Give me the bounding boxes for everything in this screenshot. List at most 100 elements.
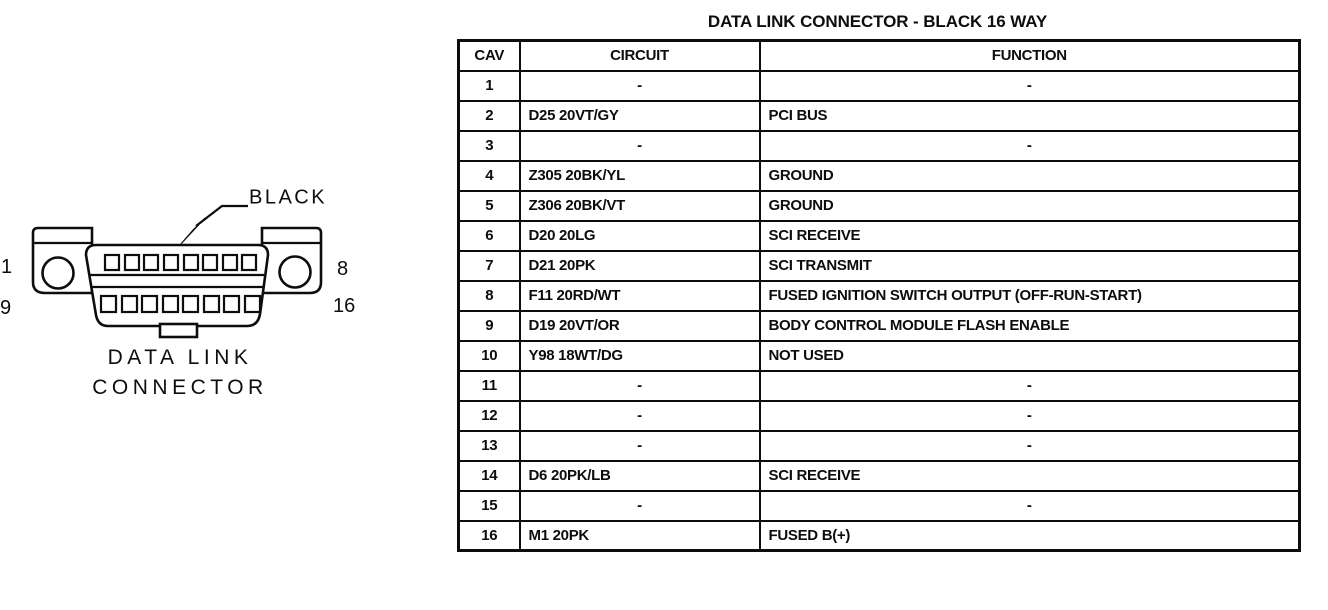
table-row: 3-- [457, 129, 1301, 162]
pinout-section: DATA LINK CONNECTOR - BLACK 16 WAY CAV C… [457, 11, 1301, 552]
cell-function: FUSED IGNITION SWITCH OUTPUT (OFF-RUN-ST… [758, 279, 1301, 312]
pin-row-bottom [99, 294, 262, 314]
pin-slot [202, 294, 221, 314]
pin-slot [142, 253, 160, 272]
cell-cav: 10 [457, 339, 521, 372]
data-link-connector-drawing: BLACK 1 8 9 16 DATA LINK [0, 188, 355, 399]
cell-cav: 4 [457, 159, 521, 192]
cell-cav: 6 [457, 219, 521, 252]
cell-function: PCI BUS [758, 99, 1301, 132]
cell-circuit: Z306 20BK/VT [518, 189, 761, 222]
cell-cav: 2 [457, 99, 521, 132]
pin-slot [162, 253, 180, 272]
cell-function: NOT USED [758, 339, 1301, 372]
cell-circuit: M1 20PK [518, 519, 761, 552]
alignment-tab [158, 322, 199, 339]
pin-slot [99, 294, 118, 314]
cell-circuit: - [518, 399, 761, 432]
cell-circuit: D21 20PK [518, 249, 761, 282]
cell-function: GROUND [758, 159, 1301, 192]
pin-slot [201, 253, 219, 272]
pin-slot [240, 253, 258, 272]
connector-caption-line2: CONNECTOR [92, 376, 267, 399]
cell-circuit: D20 20LG [518, 219, 761, 252]
arrowhead-icon [179, 217, 206, 246]
cell-circuit: Z305 20BK/YL [518, 159, 761, 192]
cell-cav: 9 [457, 309, 521, 342]
left-mounting-hole [41, 256, 75, 290]
cell-circuit: Y98 18WT/DG [518, 339, 761, 372]
table-row: 13-- [457, 429, 1301, 462]
pin-slot [181, 294, 200, 314]
cell-cav: 3 [457, 129, 521, 162]
pin-slot [103, 253, 121, 272]
cell-function: - [758, 489, 1301, 522]
cell-cav: 11 [457, 369, 521, 402]
pin-slot [221, 253, 239, 272]
pin-slot [222, 294, 241, 314]
cell-function: - [758, 69, 1301, 102]
connector-caption-line1: DATA LINK [108, 346, 253, 369]
cell-circuit: D6 20PK/LB [518, 459, 761, 492]
connector-diagram: BLACK 1 8 9 16 DATA LINK [0, 188, 370, 403]
cell-function: SCI RECEIVE [758, 219, 1301, 252]
column-header-function: FUNCTION [758, 39, 1301, 72]
pin-number-8: 8 [337, 258, 348, 280]
cell-circuit: - [518, 369, 761, 402]
cell-circuit: - [518, 69, 761, 102]
cell-cav: 12 [457, 399, 521, 432]
cell-circuit: D25 20VT/GY [518, 99, 761, 132]
pin-slot [140, 294, 159, 314]
cell-circuit: - [518, 489, 761, 522]
table-title: DATA LINK CONNECTOR - BLACK 16 WAY [707, 12, 1048, 31]
column-header-circuit: CIRCUIT [518, 39, 761, 72]
pin-slot [123, 253, 141, 272]
pin-number-1: 1 [1, 256, 12, 278]
cell-circuit: - [518, 129, 761, 162]
cell-cav: 16 [457, 519, 521, 552]
table-row: 12-- [457, 399, 1301, 432]
cell-circuit: F11 20RD/WT [518, 279, 761, 312]
cell-function: - [758, 429, 1301, 462]
cell-function: FUSED B(+) [758, 519, 1301, 552]
cell-cav: 7 [457, 249, 521, 282]
cell-cav: 13 [457, 429, 521, 462]
cell-cav: 15 [457, 489, 521, 522]
cell-cav: 5 [457, 189, 521, 222]
pin-slot [182, 253, 200, 272]
table-row: 1-- [457, 69, 1301, 102]
pin-number-9: 9 [0, 297, 11, 319]
cell-cav: 1 [457, 69, 521, 102]
pin-slot [161, 294, 180, 314]
pin-slot [243, 294, 262, 314]
cell-function: SCI TRANSMIT [758, 249, 1301, 282]
cell-circuit: - [518, 429, 761, 462]
column-header-cav: CAV [457, 39, 521, 72]
color-callout-arrow [179, 204, 248, 246]
header-row: CAV CIRCUIT FUNCTION [457, 39, 1301, 72]
cell-function: SCI RECEIVE [758, 459, 1301, 492]
cell-function: - [758, 369, 1301, 402]
cell-cav: 8 [457, 279, 521, 312]
cell-cav: 14 [457, 459, 521, 492]
pin-row-top [103, 253, 258, 272]
cell-function: - [758, 129, 1301, 162]
table-row: 11-- [457, 369, 1301, 402]
pin-number-16: 16 [333, 295, 355, 317]
table-row: 15-- [457, 489, 1301, 522]
right-mounting-hole [278, 255, 312, 289]
cell-circuit: D19 20VT/OR [518, 309, 761, 342]
cell-function: BODY CONTROL MODULE FLASH ENABLE [758, 309, 1301, 342]
cell-function: - [758, 399, 1301, 432]
